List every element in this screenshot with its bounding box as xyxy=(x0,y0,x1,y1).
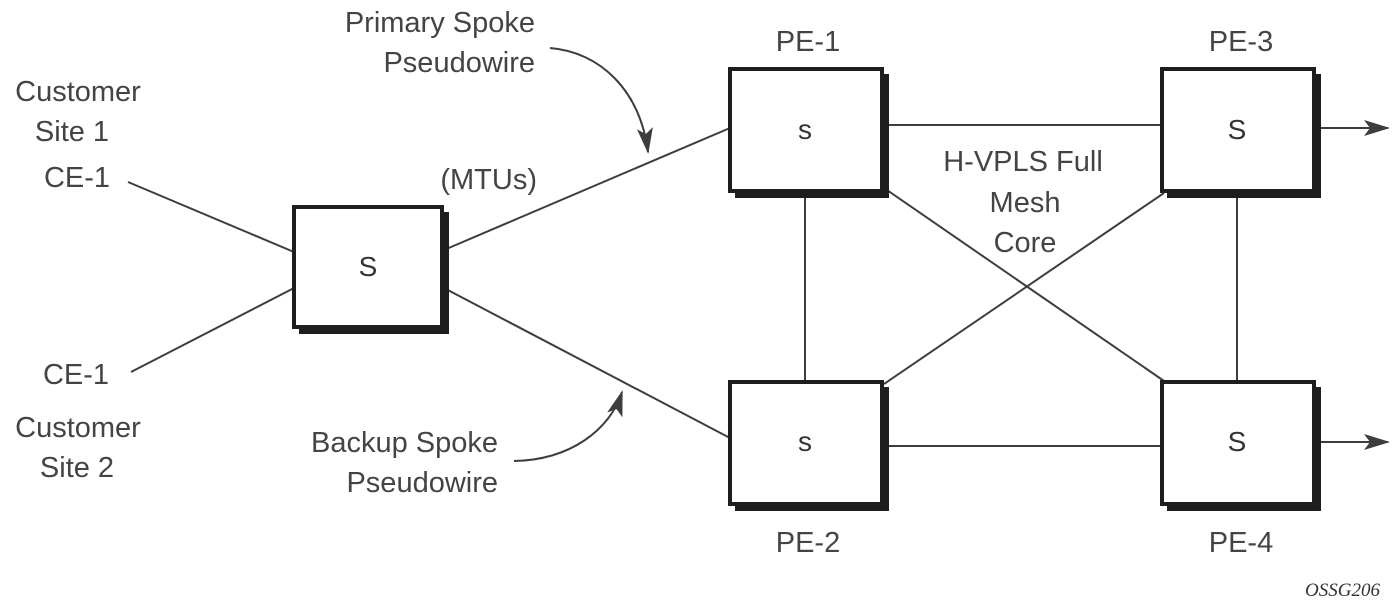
pe2-node: s xyxy=(728,380,889,511)
mtu-node: S xyxy=(292,205,449,334)
link-pe2-pe3 xyxy=(883,192,1165,385)
pe2-symbol: s xyxy=(798,426,812,457)
primary-spoke-link xyxy=(443,127,731,251)
mtu-symbol: S xyxy=(359,251,378,282)
customer-site-1-line1: Customer xyxy=(15,76,141,108)
pe4-symbol: S xyxy=(1228,426,1247,457)
customer-site-2-line1: Customer xyxy=(15,412,141,444)
pe3-label: PE-3 xyxy=(1209,26,1273,58)
core-label-line2: Mesh xyxy=(990,187,1061,219)
link-ce1-site1-mtu xyxy=(127,181,295,253)
core-label-line1: H-VPLS Full xyxy=(943,146,1103,178)
ce1-bottom-label: CE-1 xyxy=(43,359,109,391)
figure-id: OSSG206 xyxy=(1305,580,1380,601)
backup-spoke-callout-arrow xyxy=(513,390,623,462)
pe2-label: PE-2 xyxy=(776,527,840,559)
backup-spoke-label-line2: Pseudowire xyxy=(346,467,498,499)
customer-site-1-line2: Site 1 xyxy=(35,116,109,148)
ce1-top-label: CE-1 xyxy=(44,162,110,194)
pe1-node: s xyxy=(728,67,889,198)
backup-spoke-label-line1: Backup Spoke xyxy=(311,427,498,459)
primary-spoke-label-line2: Pseudowire xyxy=(383,47,535,79)
pe1-label: PE-1 xyxy=(776,26,840,58)
customer-site-2-line2: Site 2 xyxy=(40,452,114,484)
mtus-label: (MTUs) xyxy=(440,164,537,196)
core-label-line3: Core xyxy=(994,227,1057,259)
link-ce1-site2-mtu xyxy=(130,287,295,373)
pe4-label: PE-4 xyxy=(1209,527,1273,559)
pe1-symbol: s xyxy=(798,114,812,145)
primary-spoke-callout-arrow xyxy=(549,47,653,154)
primary-spoke-label-line1: Primary Spoke xyxy=(345,7,535,39)
pe3-node: S xyxy=(1160,67,1321,198)
pe4-node: S xyxy=(1160,380,1321,511)
link-pe1-pe4 xyxy=(883,187,1165,382)
pe3-symbol: S xyxy=(1228,114,1247,145)
backup-spoke-link xyxy=(443,287,731,439)
